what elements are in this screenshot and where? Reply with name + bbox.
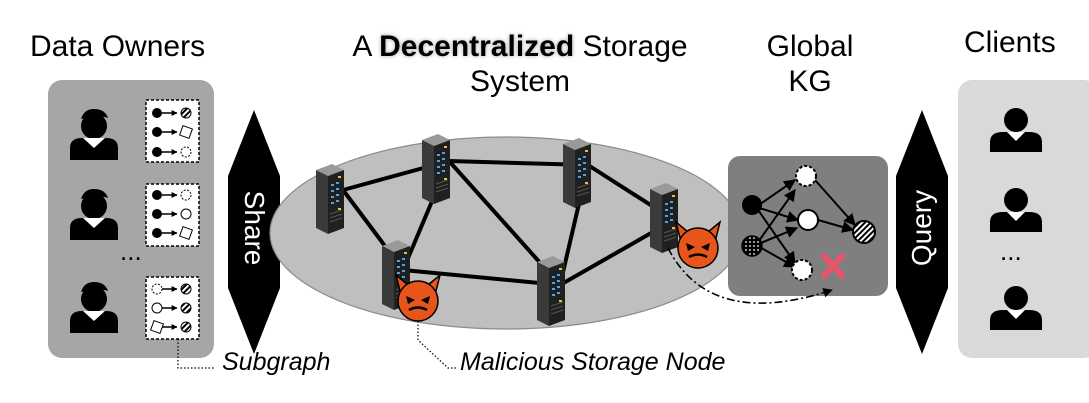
client-person-icon-2 [990,188,1042,232]
devil-icon-1 [394,273,442,323]
devil-icon-2 [674,220,722,270]
server-icon-6 [536,255,566,327]
storage-title-suffix: Storage [574,30,688,63]
subgraph-leader-line [177,339,214,369]
storage-title-prefix: A [352,30,380,63]
subgraph-caption: Subgraph [222,348,331,376]
client-person-icon-1 [990,108,1042,152]
owner-person-icon-3 [70,282,118,333]
storage-title-line2: System [469,64,571,98]
subgraph-box-1 [145,99,200,163]
client-person-icon-3 [990,286,1042,330]
global-kg-line1: Global [766,30,854,63]
server-icon-1 [315,163,345,235]
data-owners-title: Data Owners [30,30,206,63]
server-icon-4 [649,182,679,254]
subgraph-box-2 [145,183,200,247]
malicious-update-arrow [667,247,833,304]
owner-person-icon-1 [70,109,118,160]
malicious-node-caption: Malicious Storage Node [460,348,726,376]
share-label: Share [239,190,270,266]
clients-ellipsis: ... [1000,236,1022,266]
subgraph-box-3 [145,276,200,340]
global-kg-title: Global KG [745,30,875,99]
storage-title-emphasis: Decentralized [379,30,575,63]
query-arrow-icon [896,110,948,354]
clients-title: Clients [964,26,1056,59]
storage-system-title: A Decentralized Storage System [320,30,720,99]
query-label: Query [906,189,937,267]
cross-icon [821,253,845,279]
owners-ellipsis: ... [120,236,142,266]
owner-person-icon-2 [70,189,118,240]
server-icon-2 [421,133,451,205]
global-kg-line2: KG [788,64,832,98]
malicious-leader-line [417,321,456,369]
server-icon-3 [562,137,592,209]
global-kg-graph [741,165,876,281]
share-arrow-icon [228,110,280,354]
